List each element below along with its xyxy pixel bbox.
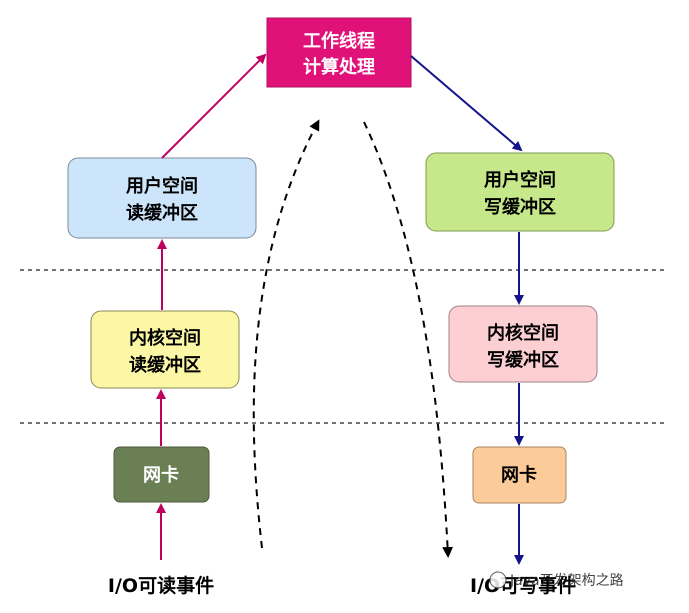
read-event-label: I/O可读事件 [108,574,214,597]
worker-thread-line1: 工作线程 [303,30,375,52]
arrow-worker-to-user-write [410,55,523,152]
user-write-buffer-line1: 用户空间 [484,169,556,191]
user-write-buffer-box [425,152,615,232]
nic-write-box [472,446,567,504]
dashed-curve-down [363,121,454,558]
nic-read-box [113,446,210,503]
watermark: Java开发架构之路 [489,571,624,589]
user-write-buffer-line2: 写缓冲区 [484,196,556,218]
arrow-user-read-to-worker [161,53,267,159]
worker-thread-line2: 计算处理 [303,56,375,78]
nic-read-label: 网卡 [143,464,179,486]
watermark-text: Java开发架构之路 [509,573,624,589]
nic-write-label: 网卡 [501,464,537,486]
user-read-buffer-line2: 读缓冲区 [126,202,198,224]
worker-thread-box [266,17,412,88]
kernel-read-buffer-box [90,310,240,389]
kernel-write-buffer-line1: 内核空间 [487,322,559,344]
kernel-read-buffer-line1: 内核空间 [129,327,201,349]
watermark-icon [489,571,507,589]
user-read-buffer-line1: 用户空间 [126,175,198,197]
kernel-write-buffer-line2: 写缓冲区 [487,349,559,371]
kernel-read-buffer-line2: 读缓冲区 [129,354,201,376]
user-read-buffer-box [67,157,257,239]
dashed-curve-up [252,119,320,549]
kernel-write-buffer-box [448,305,598,383]
